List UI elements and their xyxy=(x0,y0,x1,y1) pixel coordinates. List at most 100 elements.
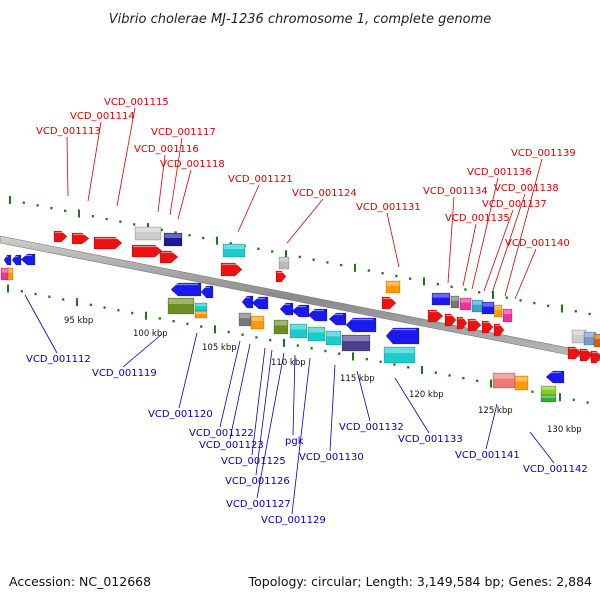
leader-line xyxy=(292,354,296,436)
reverse-gene-box xyxy=(514,375,529,391)
reverse-gene-box xyxy=(273,319,289,335)
leader-line xyxy=(514,248,537,300)
forward-gene-arrow xyxy=(456,316,468,330)
forward-gene-box xyxy=(431,292,451,306)
forward-gene-label: VCD_001139 xyxy=(511,148,576,159)
reverse-gene-box xyxy=(167,297,195,315)
leader-line xyxy=(447,196,455,284)
forward-gene-label: VCD_001136 xyxy=(467,167,532,178)
leader-line xyxy=(122,333,163,368)
forward-gene-box xyxy=(459,297,472,311)
reverse-gene-label: VCD_001127 xyxy=(226,499,291,510)
gene-labels: VCD_001113VCD_001114VCD_001115VCD_001116… xyxy=(26,97,588,526)
reverse-gene-arrow xyxy=(291,304,310,318)
scale-label-105kbp: 105 kbp xyxy=(202,343,237,353)
map-title: Vibrio cholerae MJ-1236 chromosome 1, co… xyxy=(109,12,491,27)
leader-line xyxy=(329,364,336,452)
reverse-gene-arrow xyxy=(11,254,22,266)
leader-line xyxy=(291,357,311,515)
forward-gene-label: VCD_001121 xyxy=(228,174,293,185)
reverse-gene-arrow xyxy=(385,327,420,345)
leader-line xyxy=(237,184,260,233)
forward-gene-arrow xyxy=(93,236,123,250)
reverse-gene-arrow xyxy=(20,253,36,266)
reverse-gene-arrow xyxy=(200,285,214,299)
forward-gene-arrow xyxy=(53,230,68,243)
reverse-gene-box xyxy=(325,330,342,346)
forward-gene-box xyxy=(134,226,162,241)
accession-text: Accession: NC_012668 xyxy=(9,574,151,589)
genome-summary-text: Topology: circular; Length: 3,149,584 bp… xyxy=(248,574,592,589)
leader-line xyxy=(256,352,285,499)
forward-gene-arrow xyxy=(381,296,397,310)
forward-gene-arrow xyxy=(427,309,444,323)
forward-gene-arrow xyxy=(220,262,243,277)
forward-gene-label: VCD_001118 xyxy=(160,159,225,170)
forward-gene-arrow xyxy=(131,244,163,258)
genome-backbone xyxy=(0,235,600,362)
forward-gene-box xyxy=(493,304,503,318)
reverse-gene-box xyxy=(194,310,208,319)
forward-gene-box xyxy=(481,301,495,315)
reverse-gene-label: VCD_001126 xyxy=(225,476,290,487)
scale-labels: 95 kbp 100 kbp 105 kbp 110 kbp 115 kbp 1… xyxy=(64,316,582,435)
reverse-gene-box xyxy=(250,315,265,330)
reverse-gene-box xyxy=(383,346,416,364)
forward-gene-arrow xyxy=(275,270,287,283)
leader-line xyxy=(483,209,514,292)
leader-line xyxy=(219,340,241,428)
leader-line xyxy=(229,343,251,440)
reverse-gene-arrow xyxy=(345,317,377,333)
leader-line xyxy=(24,294,58,354)
forward-gene-label: VCD_001114 xyxy=(70,111,135,122)
reverse-gene-label: VCD_001125 xyxy=(221,456,286,467)
reverse-gene-box xyxy=(7,267,14,281)
leader-line xyxy=(471,177,499,290)
reverse-gene-label: VCD_001112 xyxy=(26,354,91,365)
forward-gene-box xyxy=(502,308,513,323)
leader-line xyxy=(485,403,498,450)
reverse-gene-label: pgk xyxy=(285,436,304,447)
scale-label-100kbp: 100 kbp xyxy=(133,329,168,339)
reverse-gene-arrow xyxy=(3,254,12,266)
tick-marks xyxy=(7,195,591,404)
forward-gene-box xyxy=(593,333,600,348)
reverse-gene-label: VCD_001129 xyxy=(261,515,326,526)
reverse-gene-label: VCD_001133 xyxy=(398,434,463,445)
reverse-gene-label: VCD_001130 xyxy=(299,452,364,463)
leader-line xyxy=(157,154,166,213)
scale-label-115kbp: 115 kbp xyxy=(340,374,375,384)
forward-gene-label: VCD_001138 xyxy=(494,183,559,194)
leader-line xyxy=(177,169,192,220)
forward-gene-arrow xyxy=(493,323,505,337)
reverse-gene-box xyxy=(492,372,516,389)
gene-features xyxy=(0,226,600,403)
reverse-gene-label: VCD_001123 xyxy=(199,440,264,451)
forward-gene-box xyxy=(163,232,183,247)
leader-line xyxy=(504,158,543,297)
forward-gene-label: VCD_001137 xyxy=(482,199,547,210)
reverse-gene-arrow xyxy=(545,370,565,384)
leader-line xyxy=(251,347,266,456)
forward-gene-box xyxy=(571,329,587,344)
scale-label-110kbp: 110 kbp xyxy=(271,358,306,368)
forward-gene-arrow xyxy=(159,250,179,264)
reverse-gene-box xyxy=(289,323,308,339)
reverse-gene-arrow xyxy=(328,312,347,326)
reverse-gene-arrow xyxy=(170,282,202,297)
leader-line xyxy=(116,107,136,207)
leader-line xyxy=(386,212,400,268)
leader-line xyxy=(87,121,102,202)
scale-label-130kbp: 130 kbp xyxy=(547,425,582,435)
leader-line xyxy=(394,377,430,434)
forward-gene-arrow xyxy=(71,232,90,245)
leader-line xyxy=(169,137,183,216)
forward-gene-arrow xyxy=(567,346,582,360)
forward-gene-arrow xyxy=(467,318,482,332)
leader-line xyxy=(356,370,371,422)
label-leader-lines xyxy=(24,107,555,515)
reverse-gene-label: VCD_001142 xyxy=(523,464,588,475)
reverse-gene-label: VCD_001120 xyxy=(148,409,213,420)
forward-gene-label: VCD_001124 xyxy=(292,188,357,199)
